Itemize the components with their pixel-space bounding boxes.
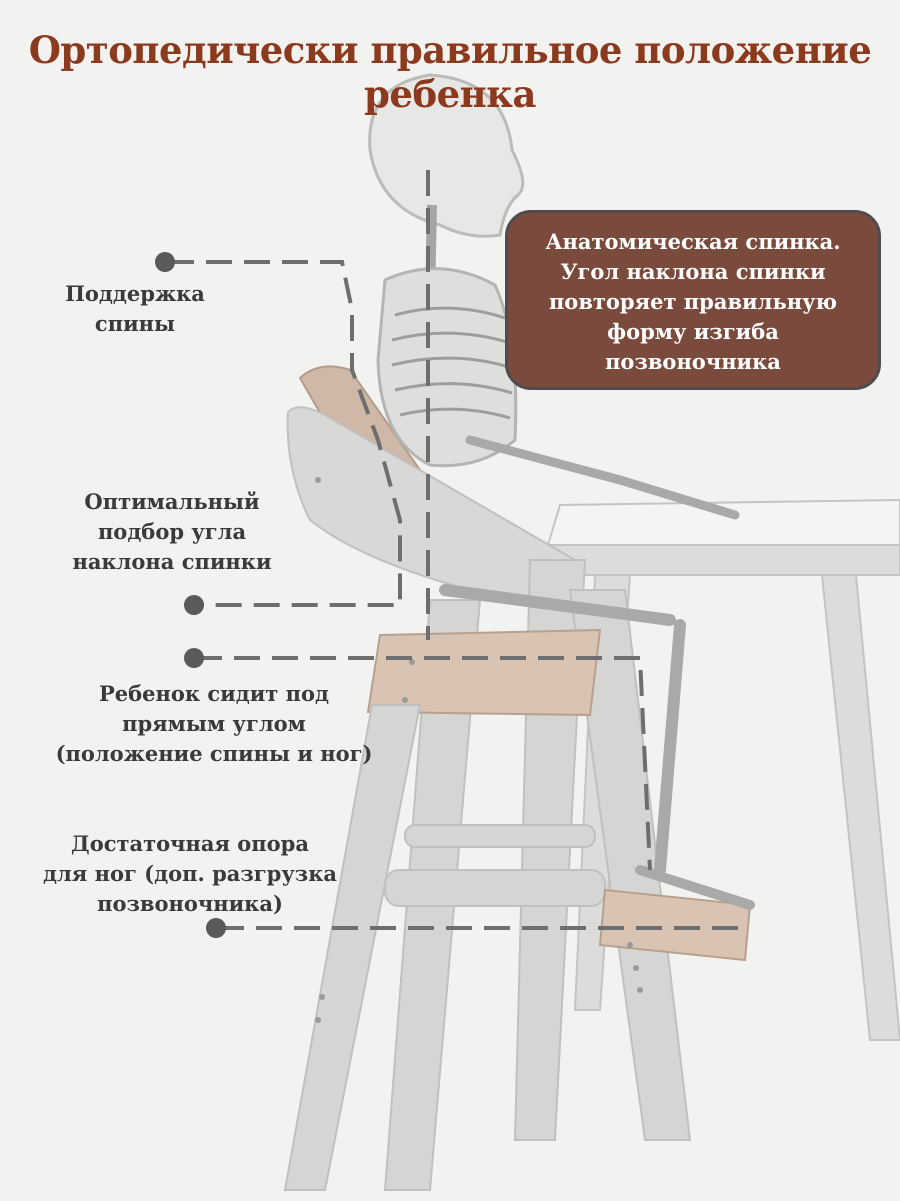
- label-foot-support: Достаточная опора для ног (доп. разгрузк…: [43, 831, 337, 916]
- leader-dots: [155, 252, 226, 938]
- callout-box: Анатомическая спинка. Угол наклона спинк…: [505, 210, 881, 390]
- skeleton-figure-icon: [368, 73, 755, 910]
- label-backrest-angle: Оптимальный подбор угла наклона спинки: [72, 489, 272, 574]
- label-right-angle: Ребенок сидит под прямым углом (положени…: [55, 681, 373, 766]
- chair-icon: [283, 365, 752, 1191]
- leader-lines: [168, 170, 740, 930]
- page-title: Ортопедически правильное положение ребен…: [28, 28, 872, 116]
- label-back-support: Поддержка спины: [65, 281, 205, 336]
